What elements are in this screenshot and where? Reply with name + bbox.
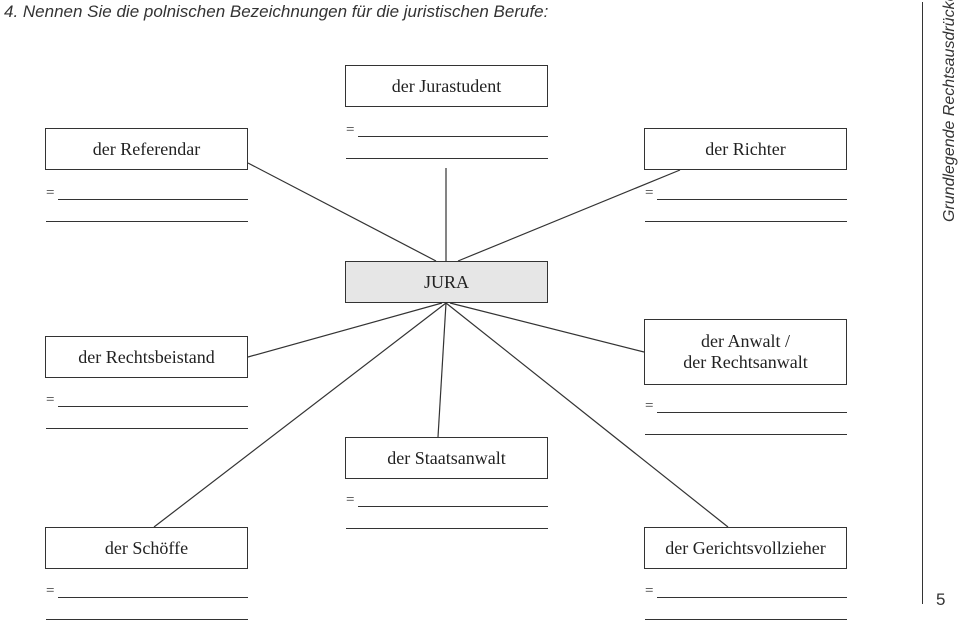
margin-rule [922, 2, 923, 604]
equals-sign: = [46, 185, 55, 201]
connector-staatsanwalt [437, 302, 447, 438]
answer-line [46, 221, 248, 222]
center-box-jura: JURA [345, 261, 548, 303]
connector-referendar [247, 162, 437, 262]
profession-box-staatsanwalt: der Staatsanwalt [345, 437, 548, 479]
profession-box-richter: der Richter [644, 128, 847, 170]
connector-schoeffe [153, 302, 447, 528]
answer-field-rechtsbeistand[interactable]: = [46, 393, 248, 435]
answer-line [645, 221, 847, 222]
answer-field-anwalt[interactable]: = [645, 399, 847, 441]
equals-sign: = [46, 392, 55, 408]
answer-field-referendar[interactable]: = [46, 186, 248, 228]
answer-field-schoeffe[interactable]: = [46, 584, 248, 626]
answer-field-jurastudent[interactable]: = [346, 123, 548, 165]
profession-box-anwalt: der Anwalt / der Rechtsanwalt [644, 319, 847, 385]
answer-line [58, 406, 248, 407]
equals-sign: = [346, 122, 355, 138]
answer-field-staatsanwalt[interactable]: = [346, 493, 548, 535]
connector-richter [457, 169, 681, 262]
answer-line [657, 199, 847, 200]
answer-line [358, 136, 548, 137]
answer-line [657, 597, 847, 598]
answer-line [645, 434, 847, 435]
connector-rechtsbeistand [247, 302, 443, 358]
equals-sign: = [46, 583, 55, 599]
equals-sign: = [645, 398, 654, 414]
profession-box-schoeffe: der Schöffe [45, 527, 248, 569]
connector-gerichtsvollzieher [445, 302, 729, 528]
profession-box-rechtsbeistand: der Rechtsbeistand [45, 336, 248, 378]
profession-box-jurastudent: der Jurastudent [345, 65, 548, 107]
answer-line [346, 158, 548, 159]
equals-sign: = [645, 583, 654, 599]
answer-line [46, 428, 248, 429]
answer-field-richter[interactable]: = [645, 186, 847, 228]
answer-line [346, 528, 548, 529]
exercise-title: 4. Nennen Sie die polnischen Bezeichnung… [4, 2, 549, 21]
answer-line [358, 506, 548, 507]
answer-line [657, 412, 847, 413]
answer-line [58, 597, 248, 598]
answer-line [645, 619, 847, 620]
profession-box-gerichtsvollzieher: der Gerichtsvollzieher [644, 527, 847, 569]
equals-sign: = [346, 492, 355, 508]
answer-line [46, 619, 248, 620]
answer-line [58, 199, 248, 200]
page-number: 5 [936, 590, 946, 609]
answer-field-gerichtsvollzieher[interactable]: = [645, 584, 847, 626]
equals-sign: = [645, 185, 654, 201]
profession-box-referendar: der Referendar [45, 128, 248, 170]
connector-anwalt [449, 302, 645, 353]
